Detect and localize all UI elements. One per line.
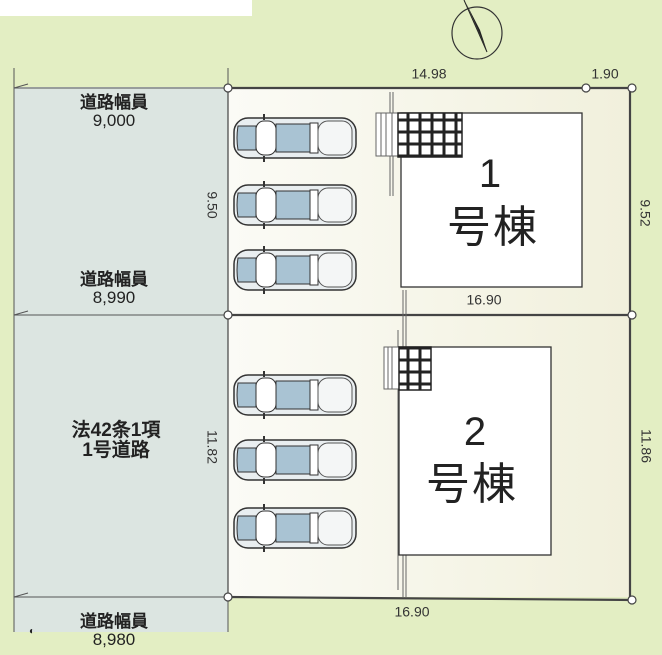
building-2-label: 号棟 xyxy=(426,459,518,509)
dim-middle: 16.90 xyxy=(466,291,502,308)
north-compass-icon xyxy=(451,0,503,60)
car-icon xyxy=(233,181,357,229)
dim-left-lot2: 11.82 xyxy=(204,430,221,464)
blank-area xyxy=(0,0,252,16)
dim-left-lot1: 9.50 xyxy=(204,191,221,219)
road-area xyxy=(14,87,228,632)
dim-bottom: 16.90 xyxy=(394,603,430,620)
car-icon xyxy=(233,246,357,294)
building-1-label: 号棟 xyxy=(447,202,539,252)
dim-right-lot2: 11.86 xyxy=(638,429,655,463)
car-icon xyxy=(233,504,357,552)
car-icon xyxy=(233,114,357,162)
building-2-number: 2 xyxy=(463,410,487,454)
deck-grid-2 xyxy=(398,346,432,391)
lot-boundaries xyxy=(227,86,637,602)
dim-right-lot1: 9.52 xyxy=(637,199,654,227)
dim-top-main: 14.98 xyxy=(411,65,447,82)
stairs-icon xyxy=(375,112,400,390)
building-1-number: 1 xyxy=(478,152,502,196)
car-icon xyxy=(233,436,357,484)
car-icon xyxy=(233,371,357,419)
deck-grid-1 xyxy=(397,112,463,158)
dim-top-right: 1.90 xyxy=(591,65,619,82)
half-circle-icon: ◐ xyxy=(28,625,36,637)
